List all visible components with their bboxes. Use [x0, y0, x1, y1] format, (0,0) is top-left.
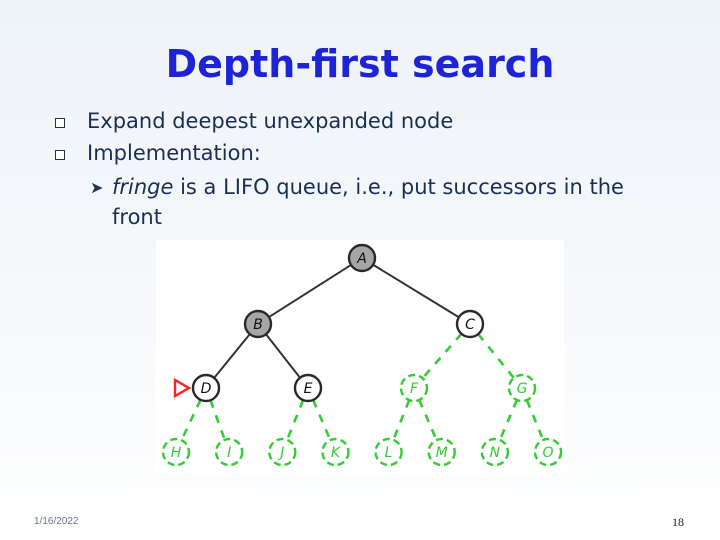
bullet-item: Expand deepest unexpanded node — [52, 106, 692, 138]
tree-edge-F-M — [417, 399, 438, 441]
tree-node-H: H — [161, 437, 191, 467]
node-label: C — [465, 317, 475, 333]
fringe-term: fringe — [112, 175, 174, 199]
tree-node-B: B — [243, 309, 273, 339]
tree-node-K: K — [321, 437, 350, 467]
node-circle — [321, 437, 350, 467]
tree-edge-G-N — [498, 399, 519, 441]
sub-bullet-item: ➤ fringe is a LIFO queue, i.e., put succ… — [52, 172, 692, 236]
tree-node-C: C — [455, 309, 485, 339]
tree-edge-A-C — [372, 263, 460, 319]
node-label: B — [253, 317, 263, 333]
node-circle — [455, 309, 485, 339]
bullet-list: Expand deepest unexpanded node Implement… — [52, 106, 692, 236]
tree-edge-F-L — [392, 399, 411, 441]
sub-bullet-text: fringe is a LIFO queue, i.e., put succes… — [112, 172, 672, 232]
tree-edge-E-K — [311, 399, 332, 441]
tree-node-M: M — [427, 437, 456, 467]
tree-edge-A-B — [268, 264, 352, 318]
tree-edge-E-J — [285, 399, 305, 441]
node-label: N — [490, 445, 501, 461]
footer-date: 1/16/2022 — [34, 516, 79, 527]
tree-node-D: D — [191, 373, 221, 403]
node-circle — [480, 437, 510, 467]
arrow-bullet-icon: ➤ — [90, 178, 104, 197]
node-label: M — [436, 445, 448, 461]
tree-node-G: G — [507, 373, 537, 403]
bullet-text: Expand deepest unexpanded node — [87, 109, 454, 133]
node-circle — [347, 243, 377, 273]
tree-edge-C-G — [477, 333, 515, 379]
node-label: D — [201, 381, 212, 397]
tree-edge-B-D — [213, 333, 251, 379]
tree-node-F: F — [399, 373, 429, 403]
tree-node-L: L — [374, 437, 403, 467]
tree-node-E: E — [293, 373, 323, 403]
node-circle — [214, 437, 244, 467]
node-circle — [268, 437, 297, 467]
node-circle — [427, 437, 456, 467]
node-label: F — [410, 381, 419, 397]
tree-edge-B-E — [265, 333, 301, 379]
node-label: H — [171, 445, 182, 461]
node-label: K — [331, 445, 342, 461]
tree-node-N: N — [480, 437, 510, 467]
node-label: J — [277, 445, 284, 461]
node-label: E — [304, 381, 313, 397]
node-circle — [399, 373, 429, 403]
node-label: L — [385, 445, 393, 461]
node-label: A — [356, 251, 367, 267]
bullet-item: Implementation: — [52, 138, 692, 170]
node-circle — [293, 373, 323, 403]
tree-edge-D-I — [209, 399, 226, 441]
bullet-text: Implementation: — [87, 141, 261, 165]
node-circle — [374, 437, 403, 467]
tree-node-I: I — [214, 437, 244, 467]
tree-edge-G-O — [525, 399, 545, 441]
node-circle — [191, 373, 221, 403]
tree-edge-D-H — [180, 399, 202, 441]
tree-node-A: A — [347, 243, 377, 273]
current-node-pointer-icon — [173, 377, 192, 399]
square-bullet-icon — [55, 118, 65, 128]
tree-node-O: O — [533, 437, 563, 467]
node-circle — [533, 437, 563, 467]
page-number: 18 — [672, 515, 684, 529]
node-label: I — [227, 445, 231, 461]
node-label: G — [517, 381, 528, 397]
tree-edge-C-F — [421, 332, 463, 380]
node-circle — [243, 309, 273, 339]
tree-node-J: J — [268, 437, 297, 467]
node-label: O — [542, 445, 553, 461]
node-circle — [161, 437, 191, 467]
slide-title: Depth-first search — [165, 42, 555, 86]
search-tree-svg: A B C D E F G H I J K L M N O — [161, 243, 563, 467]
sub-bullet-rest: is a LIFO queue, i.e., put successors in… — [112, 175, 624, 229]
node-circle — [507, 373, 537, 403]
search-tree-diagram: A B C D E F G H I J K L M N O — [156, 240, 564, 474]
square-bullet-icon — [55, 150, 65, 160]
